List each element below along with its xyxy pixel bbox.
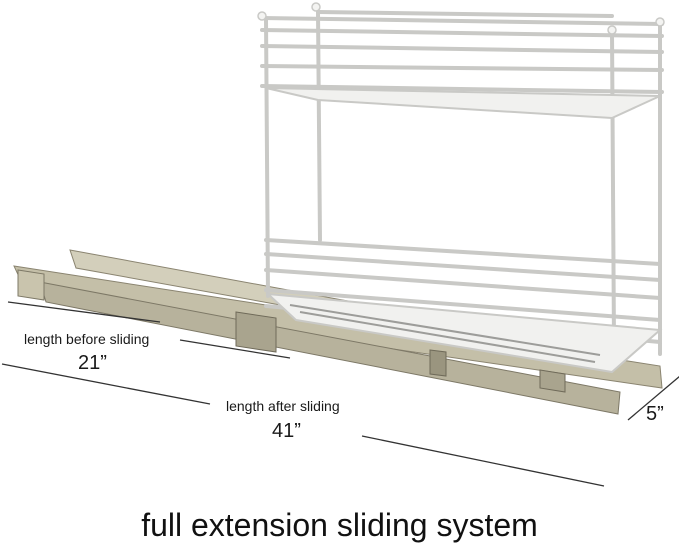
length-before-line-left: [7, 301, 161, 323]
depth-value: 5”: [646, 403, 664, 425]
length-after-line-left: [1, 363, 211, 405]
length-before-value: 21”: [78, 352, 107, 374]
rack-finials: [257, 2, 665, 35]
length-before-line-right: [179, 339, 291, 359]
rack-shelf-slats: [289, 304, 601, 363]
length-before-label: length before sliding: [24, 331, 150, 347]
caption: full extension sliding system: [141, 507, 538, 543]
length-after-value: 41”: [272, 420, 301, 442]
depth-line: [627, 375, 679, 421]
dimension-lines: [1, 301, 679, 487]
wire-rack: [260, 10, 664, 374]
length-after-label: length after sliding: [226, 398, 340, 414]
length-after-line-right: [361, 435, 605, 487]
